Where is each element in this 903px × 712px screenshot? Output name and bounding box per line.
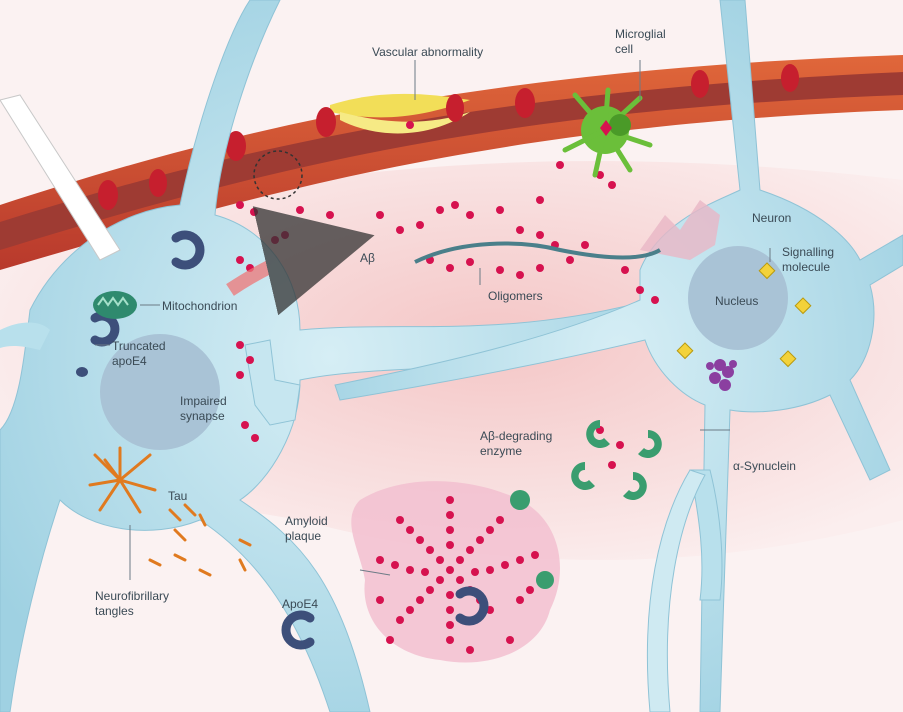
blood-cell-icon [149,169,167,197]
label-microglial-1: Microglial [615,27,666,41]
signalling-molecule-icon [758,262,776,280]
apoe4-icon [171,230,205,270]
blood-cell-icon [316,107,336,137]
label-truncated-2: apoE4 [112,354,147,368]
blood-cell-icon [781,64,799,92]
left-neuron [0,0,661,712]
mitochondrion-icon [93,291,137,319]
label-amyloid-2: plaque [285,529,321,543]
label-tau: Tau [168,489,187,503]
amyloid-plaque [351,481,560,663]
alpha-synuclein [706,359,737,391]
label-neurofib-1: Neurofibrillary [95,589,169,603]
label-mitochondrion: Mitochondrion [162,299,237,313]
blood-cell-icon [446,94,464,122]
blood-cells [98,64,799,210]
enzyme-icon [586,420,610,448]
label-microglial-2: cell [615,42,633,56]
leader-lines [95,60,771,580]
synaptic-cleft [640,200,720,260]
blood-cell-icon [226,131,246,161]
label-impaired-1: Impaired [180,394,227,408]
blood-cell-icon [98,180,118,210]
transport-cycle [253,150,303,200]
label-vascular-abnormality: Vascular abnormality [372,45,483,59]
label-neuron: Neuron [752,211,791,225]
left-nucleus [100,334,220,450]
label-signalling-1: Signalling [782,245,834,259]
signalling-molecules [676,262,812,368]
label-nucleus: Nucleus [715,294,758,308]
degrading-enzymes [571,420,662,500]
label-abeta: Aβ [360,251,375,265]
label-amyloid-1: Amyloid [285,514,328,528]
label-oligomers: Oligomers [488,289,543,303]
label-degrading-2: enzyme [480,444,522,458]
blood-vessel [0,55,903,270]
microglial-cell [562,87,653,178]
label-truncated-1: Truncated [112,339,166,353]
blood-cell-icon [515,88,535,118]
apoe4-icon [281,610,315,650]
abeta-particle-icon [236,201,244,209]
abeta-release-arrow [226,206,375,316]
apoe4-icon [455,586,489,626]
label-signalling-2: molecule [782,260,830,274]
tau-tangles [88,446,252,577]
label-neurofib-2: tangles [95,604,134,618]
vascular-abnormality-deposit [330,93,470,118]
label-synuclein: α-Synuclein [733,459,796,473]
oligomer-strand [414,241,662,264]
blood-cell-icon [691,70,709,98]
label-impaired-2: synapse [180,409,225,423]
label-degrading-1: Aβ-degrading [480,429,552,443]
label-apoe4: ApoE4 [282,597,318,611]
tau-fibril-icon [88,446,157,514]
